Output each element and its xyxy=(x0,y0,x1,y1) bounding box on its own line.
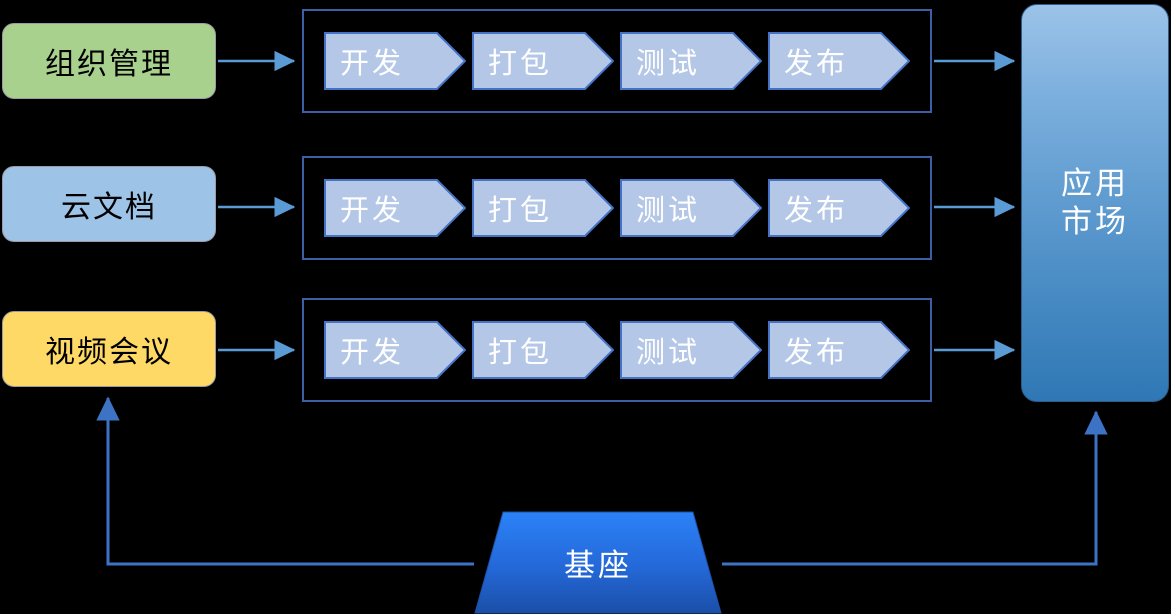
pipeline-container-2: 开发 打包 测试 发布 xyxy=(302,156,932,260)
pipeline-container-1: 开发 打包 测试 发布 xyxy=(302,9,932,113)
app-box-organization-management[interactable]: 组织管理 xyxy=(2,23,216,99)
chevron-shape-icon xyxy=(324,32,466,90)
chevron-shape-icon xyxy=(768,179,910,237)
stage-label: 打包 xyxy=(488,48,553,80)
app-market-label-line1: 应用 xyxy=(1061,166,1129,202)
stage-develop[interactable]: 开发 xyxy=(324,179,466,237)
stage-package[interactable]: 打包 xyxy=(472,32,614,90)
chevron-shape-icon xyxy=(620,179,762,237)
stage-label: 开发 xyxy=(340,337,405,369)
app-market-label-line2: 市场 xyxy=(1061,204,1129,239)
stage-label: 开发 xyxy=(340,195,405,227)
stage-package[interactable]: 打包 xyxy=(472,321,614,379)
stage-package[interactable]: 打包 xyxy=(472,179,614,237)
stage-label: 发布 xyxy=(784,48,849,80)
stage-label: 发布 xyxy=(784,195,849,227)
pipeline-stages: 开发 打包 测试 发布 xyxy=(324,32,910,90)
stage-test[interactable]: 测试 xyxy=(620,179,762,237)
chevron-shape-icon xyxy=(620,32,762,90)
chevron-shape-icon xyxy=(324,179,466,237)
stage-develop[interactable]: 开发 xyxy=(324,32,466,90)
stage-label: 开发 xyxy=(340,48,405,80)
app-box-label: 视频会议 xyxy=(45,336,173,369)
app-market-box[interactable]: 应用 市场 xyxy=(1021,4,1169,402)
chevron-shape-icon xyxy=(472,32,614,90)
pipeline-stages: 开发 打包 测试 发布 xyxy=(324,321,910,379)
stage-develop[interactable]: 开发 xyxy=(324,321,466,379)
stage-release[interactable]: 发布 xyxy=(768,321,910,379)
stage-label: 打包 xyxy=(488,337,553,369)
pipeline-stages: 开发 打包 测试 发布 xyxy=(324,179,910,237)
chevron-shape-icon xyxy=(768,321,910,379)
app-box-video-conference[interactable]: 视频会议 xyxy=(2,311,216,387)
chevron-shape-icon xyxy=(472,321,614,379)
stage-release[interactable]: 发布 xyxy=(768,32,910,90)
stage-label: 测试 xyxy=(636,48,701,80)
stage-test[interactable]: 测试 xyxy=(620,321,762,379)
stage-label: 测试 xyxy=(636,337,701,369)
chevron-shape-icon xyxy=(472,179,614,237)
app-box-label: 组织管理 xyxy=(45,48,173,81)
chevron-shape-icon xyxy=(620,321,762,379)
stage-label: 打包 xyxy=(488,195,553,227)
app-box-label: 云文档 xyxy=(61,191,157,224)
app-box-cloud-document[interactable]: 云文档 xyxy=(2,166,216,242)
arrow-base-to-market xyxy=(722,410,1108,566)
chevron-shape-icon xyxy=(324,321,466,379)
arrow-base-to-app3 xyxy=(96,396,474,566)
stage-label: 测试 xyxy=(636,195,701,227)
base-platform-shape[interactable] xyxy=(474,511,722,614)
stage-test[interactable]: 测试 xyxy=(620,32,762,90)
pipeline-container-3: 开发 打包 测试 发布 xyxy=(302,298,932,402)
chevron-shape-icon xyxy=(768,32,910,90)
trapezoid-icon xyxy=(474,511,722,614)
stage-label: 发布 xyxy=(784,337,849,369)
stage-release[interactable]: 发布 xyxy=(768,179,910,237)
